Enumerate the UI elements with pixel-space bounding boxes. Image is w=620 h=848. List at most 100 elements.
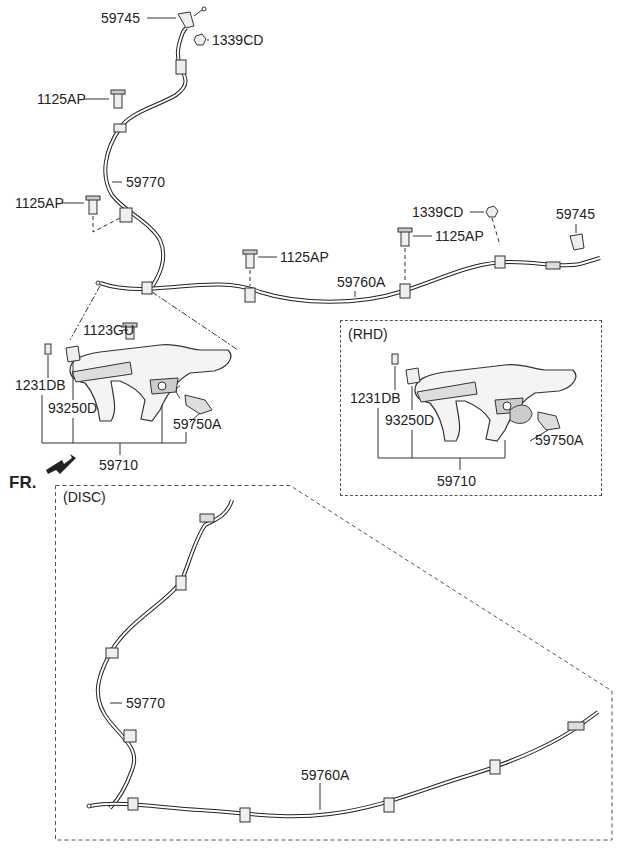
region-frame: (RHD) bbox=[340, 320, 602, 496]
illustration-line bbox=[320, 783, 321, 810]
illustration-line bbox=[73, 418, 74, 443]
illustration-path bbox=[492, 218, 500, 245]
illustration-rect bbox=[176, 60, 186, 74]
illustration-rect bbox=[128, 798, 138, 810]
callout-number: 1123GU bbox=[82, 322, 135, 338]
illustration-use bbox=[415, 365, 576, 441]
illustration-rect bbox=[86, 196, 100, 200]
region-outline bbox=[55, 485, 613, 841]
illustration-circle bbox=[202, 7, 206, 11]
illustration-rect bbox=[490, 760, 500, 774]
illustration-path bbox=[405, 248, 406, 282]
illustration-line bbox=[355, 291, 356, 297]
direction-label: FR. bbox=[8, 475, 37, 491]
illustration-rect bbox=[495, 256, 505, 268]
illustration-line bbox=[412, 430, 413, 458]
callout-number: 1231DB bbox=[349, 390, 402, 406]
illustration-path bbox=[176, 386, 180, 398]
illustration-path bbox=[98, 500, 232, 808]
illustration-rect bbox=[546, 262, 560, 269]
callout-number: 93250D bbox=[47, 400, 98, 416]
illustration-rect bbox=[176, 576, 186, 590]
callout-number: 93250D bbox=[384, 412, 435, 428]
callout-number: 1125AP bbox=[36, 91, 87, 107]
illustration-circle bbox=[87, 804, 91, 808]
callout-number: 59770 bbox=[125, 174, 166, 190]
callout-number: 59760A bbox=[336, 274, 386, 290]
illustration-path bbox=[93, 216, 120, 232]
illustration-line bbox=[110, 703, 122, 704]
illustration-rect bbox=[45, 344, 51, 354]
illustration-line bbox=[112, 182, 122, 183]
illustration-line bbox=[395, 366, 396, 390]
callout-number: 59760A bbox=[300, 767, 350, 783]
illustration-path bbox=[100, 258, 600, 302]
illustration-path bbox=[178, 12, 194, 28]
illustration-rect bbox=[200, 514, 214, 522]
illustration-rect bbox=[111, 90, 125, 94]
illustration-line bbox=[207, 40, 209, 41]
callout-number: 1125AP bbox=[279, 249, 330, 265]
illustration-path bbox=[46, 454, 76, 474]
illustration-line bbox=[73, 362, 74, 400]
region-caption: (RHD) bbox=[348, 326, 388, 342]
illustration-path bbox=[90, 712, 598, 816]
illustration-path bbox=[250, 270, 251, 286]
illustration-line bbox=[576, 224, 577, 233]
illustration-rect bbox=[400, 284, 410, 298]
callout-number: 1125AP bbox=[14, 195, 65, 211]
illustration-rect bbox=[243, 250, 257, 254]
region-frame: (DISC) bbox=[55, 485, 613, 841]
illustration-rect bbox=[106, 648, 118, 658]
illustration-line bbox=[258, 257, 277, 258]
illustration-path bbox=[486, 206, 498, 217]
illustration-path bbox=[538, 412, 560, 430]
illustration-line bbox=[162, 405, 163, 443]
illustration-path bbox=[378, 408, 505, 458]
illustration-line bbox=[470, 212, 484, 213]
callout-number: 1231DB bbox=[14, 377, 67, 393]
illustration-path bbox=[90, 712, 598, 816]
callout-number: 59710 bbox=[98, 457, 139, 473]
illustration-path bbox=[510, 405, 532, 423]
illustration-path bbox=[42, 395, 186, 443]
region-outline-path bbox=[56, 486, 613, 841]
illustration-line bbox=[413, 236, 432, 237]
illustration-rect bbox=[240, 808, 250, 822]
callout-number: 1339CD bbox=[211, 32, 264, 48]
illustration-path bbox=[100, 258, 600, 302]
illustration-rect bbox=[124, 730, 136, 742]
callout-number: 59745 bbox=[555, 206, 596, 222]
callout-number: 1125AP bbox=[434, 228, 485, 244]
illustration-path bbox=[98, 500, 232, 808]
illustration-path bbox=[194, 10, 202, 16]
illustration-path bbox=[570, 234, 584, 250]
callout-number: 59750A bbox=[534, 432, 584, 448]
illustration-rect bbox=[392, 354, 398, 364]
illustration-line bbox=[120, 443, 121, 455]
callout-number: 59710 bbox=[436, 473, 477, 489]
illustration-path bbox=[152, 292, 238, 350]
illustration-path bbox=[105, 28, 186, 290]
illustration-circle bbox=[96, 281, 100, 285]
illustration-line bbox=[48, 355, 49, 378]
illustration-rect bbox=[114, 124, 126, 132]
illustration-line bbox=[147, 18, 176, 19]
region-caption: (DISC) bbox=[63, 489, 106, 505]
illustration-rect bbox=[120, 208, 132, 222]
illustration-rect bbox=[384, 798, 394, 812]
illustration-rect bbox=[142, 282, 152, 294]
callout-number: 59770 bbox=[125, 695, 166, 711]
illustration-path bbox=[66, 346, 80, 362]
illustration-line bbox=[412, 386, 413, 410]
illustration-line bbox=[62, 203, 84, 204]
illustration-path bbox=[406, 368, 420, 384]
illustration-path bbox=[105, 28, 186, 290]
illustration-g bbox=[42, 7, 600, 822]
callout-number: 59745 bbox=[100, 10, 141, 26]
illustration-line bbox=[460, 458, 461, 470]
illustration-line bbox=[84, 99, 109, 100]
callout-number: 1339CD bbox=[411, 204, 464, 220]
